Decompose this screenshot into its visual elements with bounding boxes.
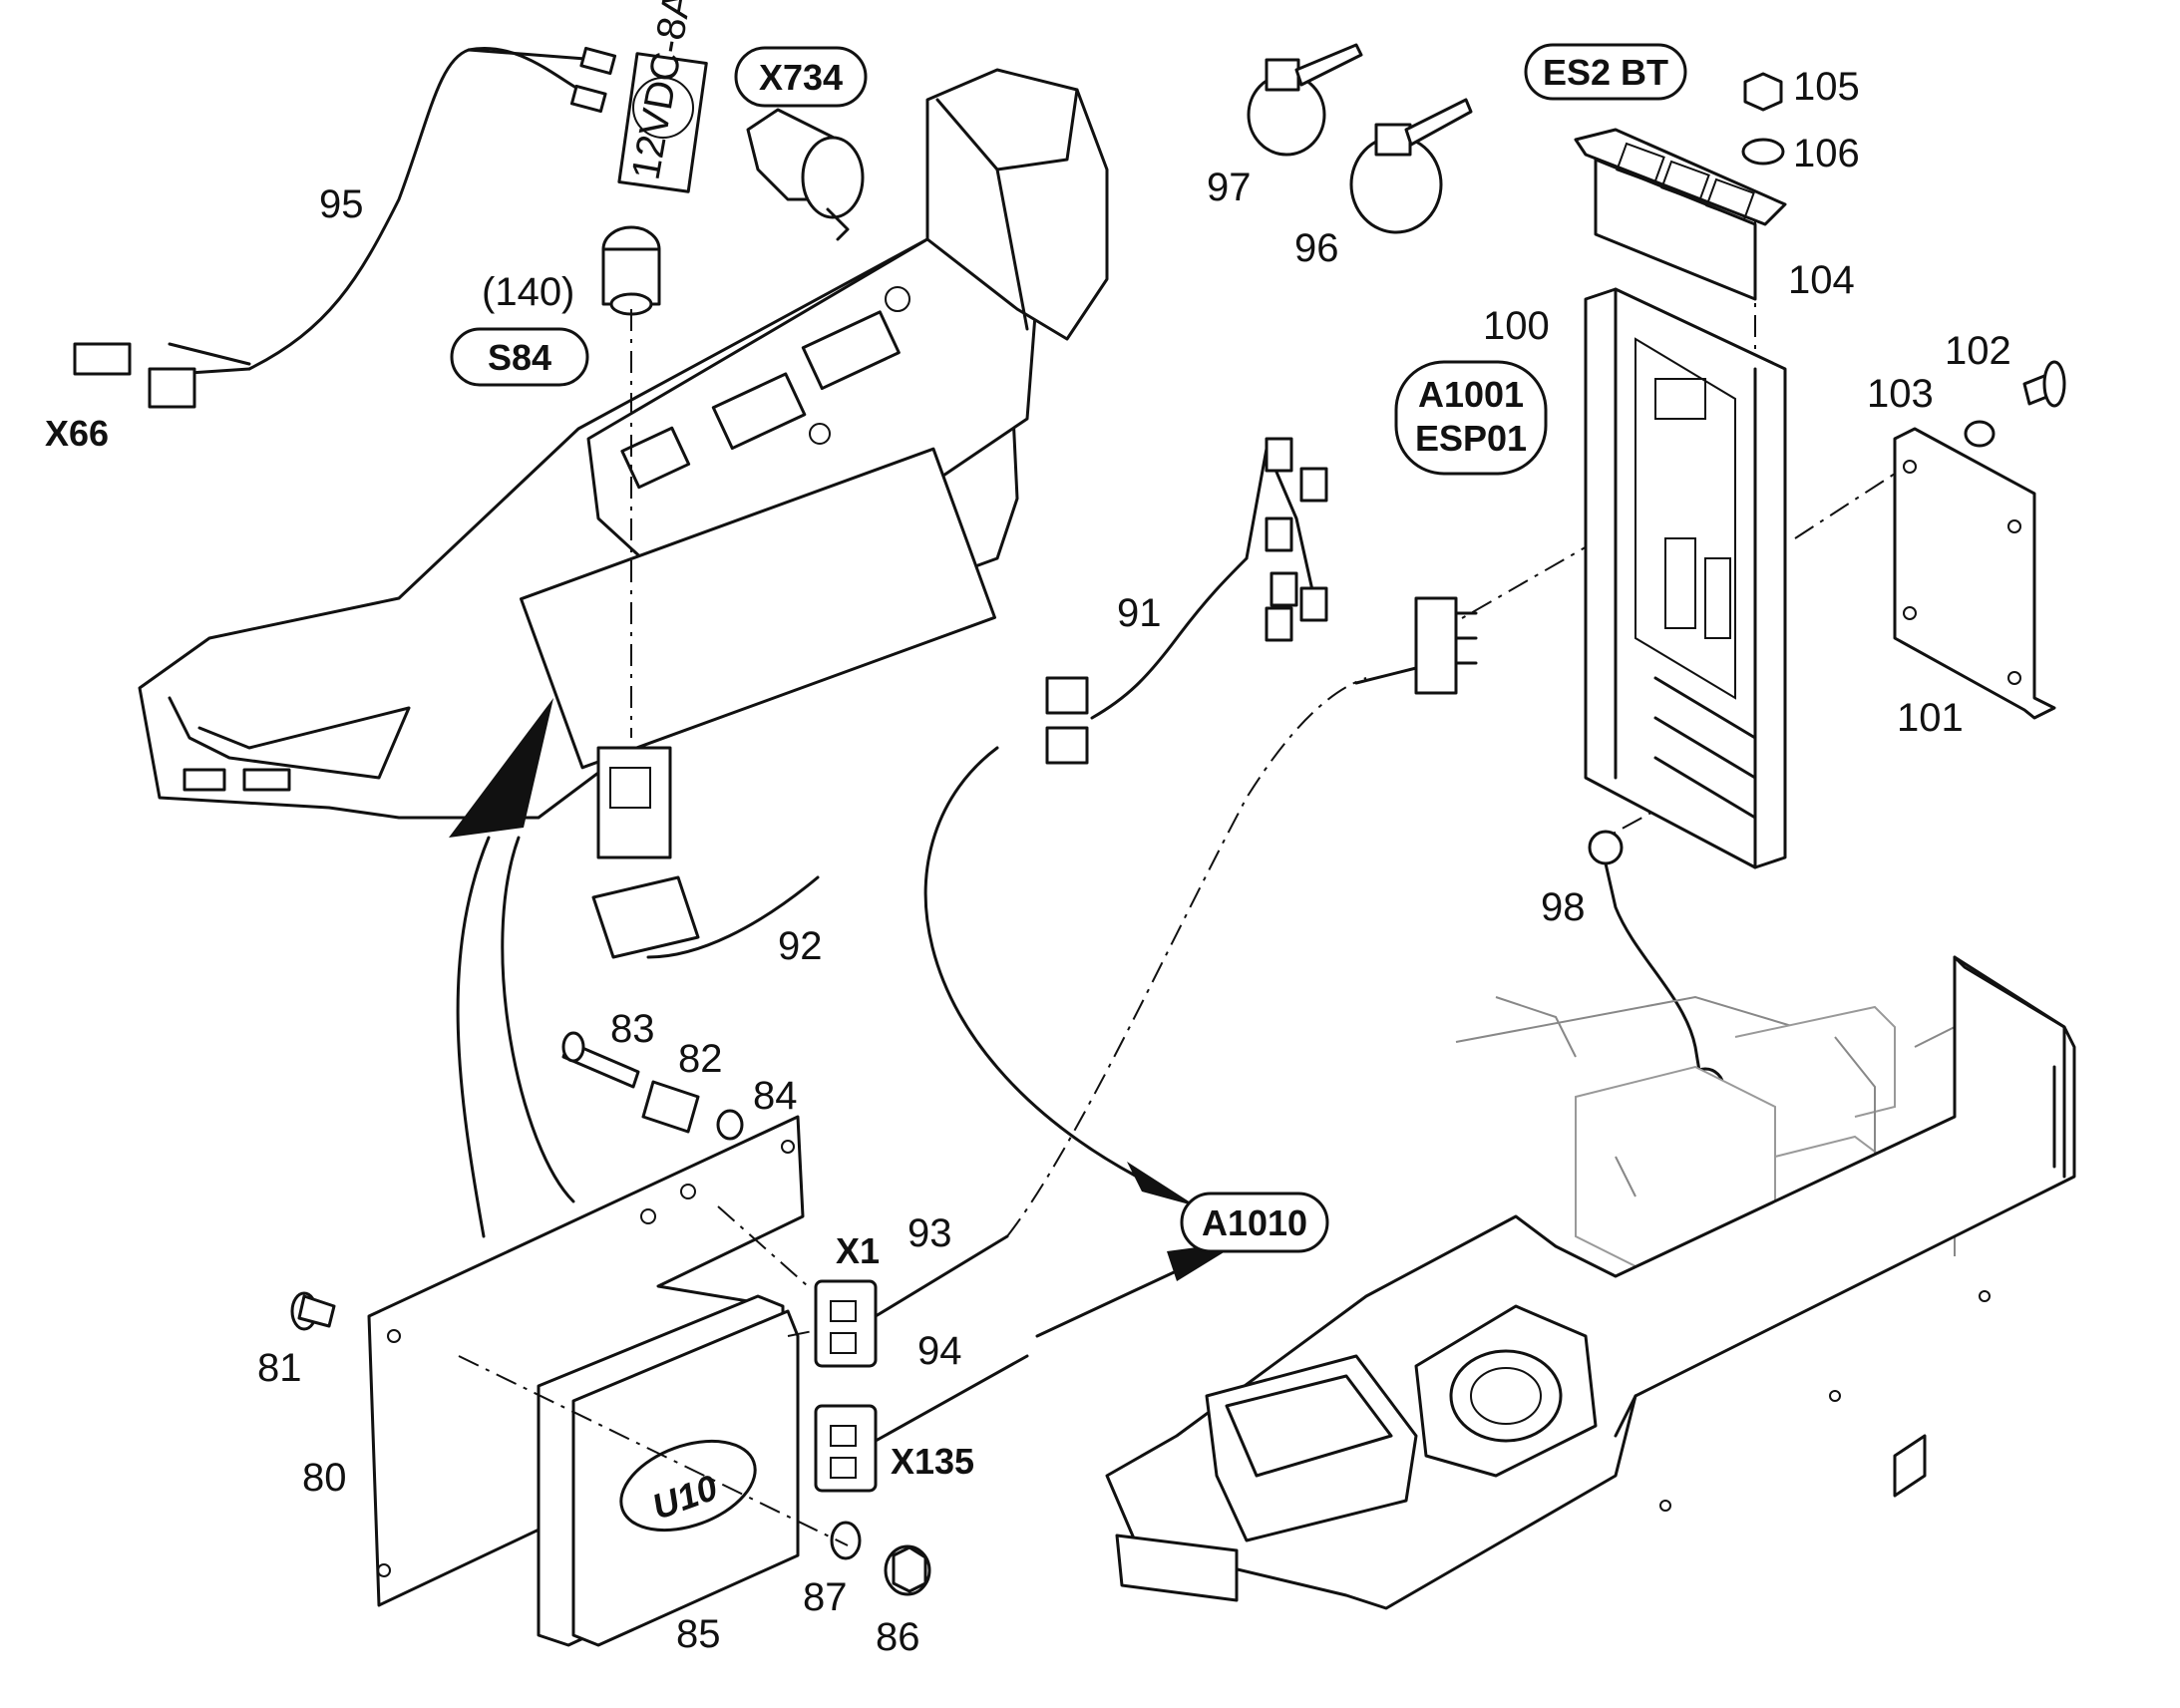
part-number-87: 87 [803,1575,848,1619]
part-number-104: 104 [1788,258,1855,302]
part-number-85: 85 [676,1612,721,1656]
part-number-83: 83 [610,1007,655,1051]
part-number-91: 91 [1117,591,1162,635]
relay [591,746,820,959]
part-number-140: (140) [482,270,574,314]
part-number-105: 105 [1793,65,1860,109]
label-x1: X1 [836,1230,880,1271]
wire-harness-95 [73,46,617,409]
part-number-103: 103 [1867,372,1934,416]
wire-harness-91 [1045,437,1328,765]
part-number-101: 101 [1897,696,1964,740]
pill-a1010-text: A1010 [1202,1202,1307,1243]
nut-105-washer-106 [1741,72,1785,166]
switch-panel-104 [1574,128,1787,301]
part-number-84: 84 [753,1074,798,1118]
label-x135: X135 [891,1441,974,1482]
part-number-80: 80 [302,1456,347,1500]
controller-board [1584,287,1787,869]
part-number-82: 82 [678,1037,723,1081]
pill-x734-text: X734 [759,57,843,98]
pill-es2bt-text: ES2 BT [1543,52,1668,93]
console-cover [1105,955,2076,1610]
part-number-97: 97 [1207,166,1252,209]
part-number-86: 86 [876,1615,920,1659]
key-switch [601,225,661,316]
hardware-83-82-84 [290,1031,744,1331]
pill-a1001-esp01: A1001 ESP01 [1394,360,1548,476]
part-number-95: 95 [319,182,364,226]
pill-es2bt: ES2 BT [1524,43,1687,101]
dashboard-panel [138,68,1109,820]
part-number-93: 93 [908,1211,952,1255]
connector-x1 [814,1234,1009,1368]
part-number-100: 100 [1483,304,1550,348]
mounting-plate-80: U10 [367,1115,805,1647]
connector-x135 [814,1354,1029,1493]
pill-s84: S84 [450,327,589,387]
pill-esp01-text: ESP01 [1415,418,1527,459]
pill-x734: X734 [734,46,868,108]
plug [1354,596,1478,695]
part-number-92: 92 [778,924,823,968]
pill-s84-text: S84 [488,337,551,378]
pill-a1001-text: A1001 [1418,374,1524,415]
part-number-106: 106 [1793,132,1860,175]
label-x66: X66 [45,413,109,454]
part-number-102: 102 [1945,329,2011,373]
ground-strap-98 [1588,830,1725,1107]
part-number-98: 98 [1541,885,1586,929]
arrows [449,698,1242,1338]
pill-a1010: A1010 [1180,1192,1329,1253]
bracket-101 [1893,360,2066,720]
cable-ties [1247,43,1473,234]
part-number-96: 96 [1294,226,1339,270]
nut-washer [830,1521,931,1596]
part-number-94: 94 [917,1329,962,1373]
fuse-holder: 12VDC-8A [617,0,865,241]
part-number-81: 81 [257,1346,302,1390]
